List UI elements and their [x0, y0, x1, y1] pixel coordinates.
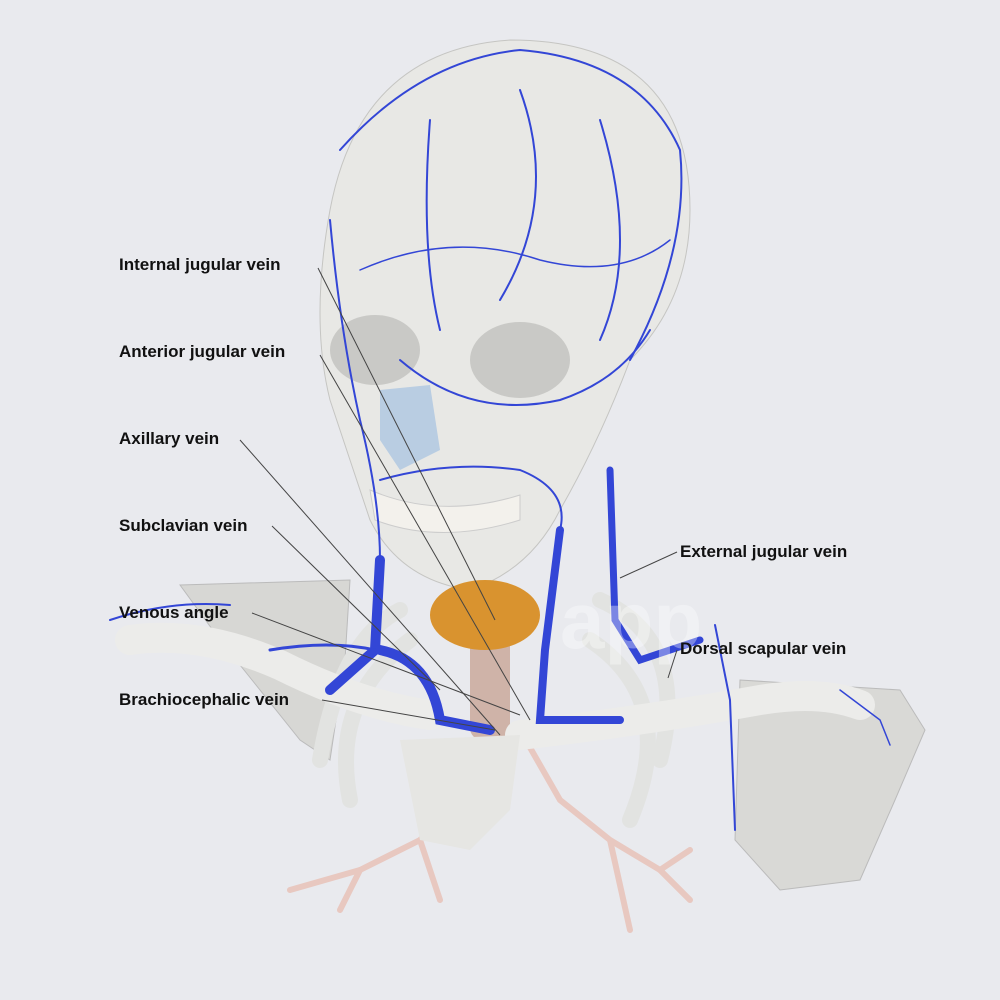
leader-axillary: [239, 439, 501, 736]
leader-anterior-jugular: [319, 354, 531, 721]
nasal-cartilage: [380, 385, 440, 470]
left-clavicle: [115, 622, 445, 730]
right-scapula: [734, 679, 926, 891]
label-subclavian-vein: Subclavian vein: [119, 516, 248, 535]
leader-subclavian: [271, 525, 441, 691]
thyroid: [430, 580, 540, 650]
right-orbit: [470, 322, 570, 398]
leader-venous-angle: [251, 612, 521, 716]
label-external-jugular-vein: External jugular vein: [680, 542, 848, 561]
veins: [109, 48, 891, 831]
label-dorsal-scapular-vein: Dorsal scapular vein: [680, 639, 847, 658]
watermark: app: [560, 576, 703, 665]
leader-lines: [239, 267, 678, 736]
trachea: [470, 620, 510, 740]
label-internal-jugular-vein: Internal jugular vein: [119, 255, 281, 274]
teeth: [369, 489, 521, 533]
label-brachiocephalic-vein: Brachiocephalic vein: [119, 690, 290, 709]
right-clavicle: [505, 681, 875, 750]
leader-brachiocephalic: [321, 699, 496, 731]
left-orbit: [330, 315, 420, 385]
label-venous-angle: Venous angle: [119, 603, 229, 622]
leader-external-jugular: [619, 551, 678, 579]
leader-dorsal-scapular: [667, 649, 678, 679]
label-anterior-jugular-vein: Anterior jugular vein: [119, 342, 286, 361]
label-axillary-vein: Axillary vein: [119, 429, 220, 448]
leader-internal-jugular: [317, 267, 496, 621]
sternum: [400, 735, 520, 850]
